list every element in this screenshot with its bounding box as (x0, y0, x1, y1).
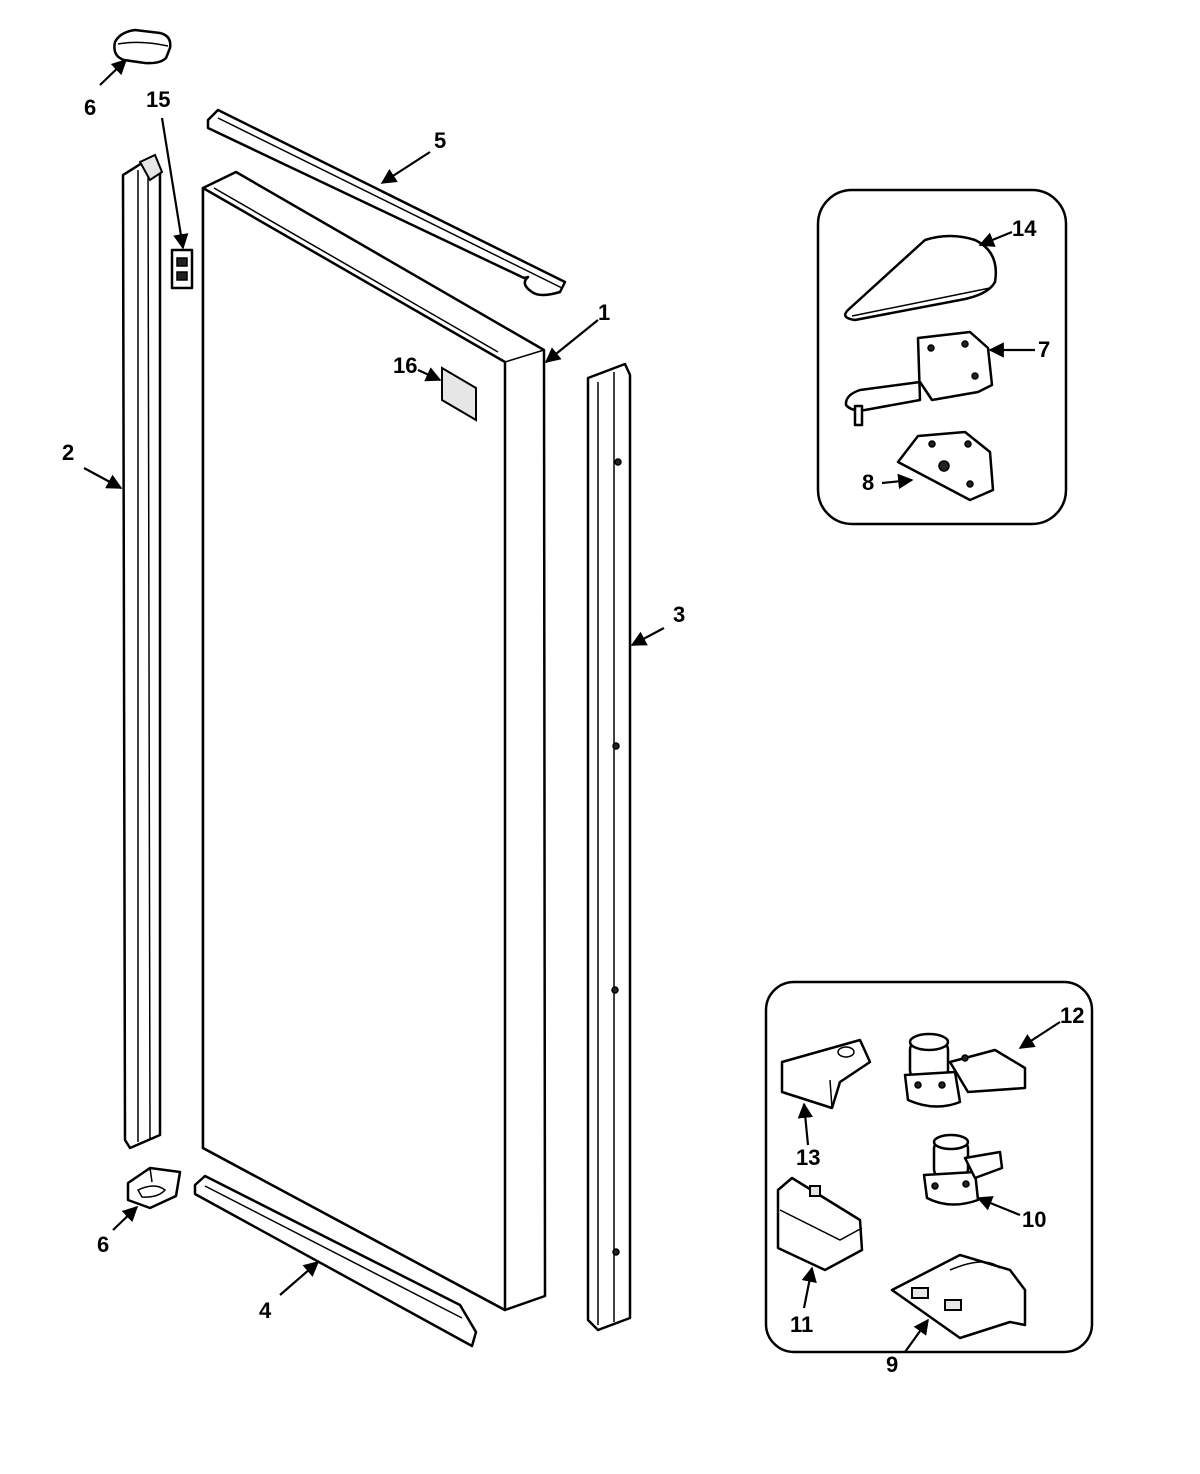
part-6-bottom-end-cap (126, 1166, 182, 1210)
callout-3: 3 (673, 602, 685, 627)
callout-9: 9 (886, 1352, 898, 1377)
part-4-bottom-trim (193, 1174, 478, 1348)
part-12-hinge-pin-upper (903, 1032, 1027, 1108)
part-3-side-trim (586, 362, 632, 1332)
part-16-label (441, 366, 477, 422)
callout-16: 16 (393, 353, 417, 378)
callout-7: 7 (1038, 337, 1050, 362)
part-10-hinge-pin-lower (922, 1133, 1004, 1206)
part-15-clip (170, 248, 194, 290)
part-14-hinge-cover (843, 234, 998, 322)
callout-6-top: 6 (84, 95, 96, 120)
callout-1: 1 (598, 300, 610, 325)
callout-15: 15 (146, 87, 170, 112)
callout-12: 12 (1060, 1003, 1084, 1028)
callout-6-bottom: 6 (97, 1232, 109, 1257)
leader-arrows (83, 58, 1061, 1353)
part-7-upper-hinge (844, 330, 994, 427)
callout-13: 13 (796, 1145, 820, 1170)
callout-5: 5 (434, 128, 446, 153)
callout-labels: 6 15 5 1 16 2 3 6 4 14 7 8 12 13 10 11 9 (62, 87, 1084, 1377)
callout-8: 8 (862, 470, 874, 495)
part-13-bracket (780, 1038, 872, 1110)
part-11-hinge-cover (776, 1176, 864, 1272)
callout-10: 10 (1022, 1207, 1046, 1232)
part-2-handle-trim (121, 153, 164, 1150)
part-6-top-end-cap (113, 28, 172, 65)
callout-4: 4 (259, 1298, 272, 1323)
inset-box-bottom-hinge (764, 980, 1094, 1354)
callout-14: 14 (1012, 216, 1037, 241)
part-1-door-panel (201, 170, 547, 1312)
part-5-top-trim (206, 108, 567, 297)
part-8-hinge-shim (896, 430, 995, 502)
callout-2: 2 (62, 440, 74, 465)
inset-box-top-hinge (816, 188, 1068, 526)
callout-11: 11 (790, 1312, 813, 1337)
part-9-lower-hinge (890, 1253, 1027, 1340)
